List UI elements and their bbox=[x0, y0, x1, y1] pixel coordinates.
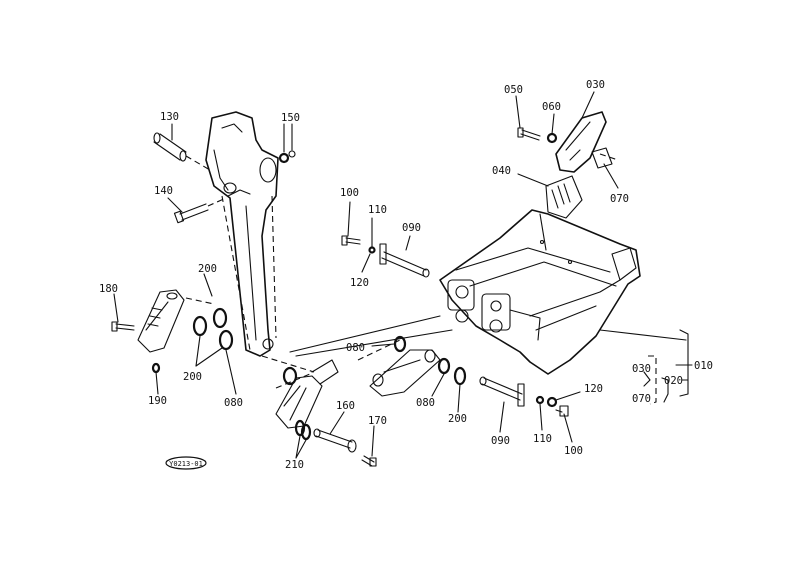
label-050: 050 bbox=[504, 84, 523, 96]
label-150: 150 bbox=[281, 112, 300, 124]
pin-160 bbox=[313, 428, 357, 453]
label-110-top: 110 bbox=[368, 204, 387, 216]
tooth-point-030 bbox=[555, 111, 607, 173]
part-labels: 130 150 140 180 200 200 190 080 160 170 … bbox=[99, 79, 713, 471]
washer-110-bottom bbox=[535, 395, 545, 405]
leader-lines bbox=[113, 91, 619, 459]
oring-080-left bbox=[282, 366, 298, 386]
label-200-right: 200 bbox=[448, 413, 467, 425]
label-180: 180 bbox=[99, 283, 118, 295]
diagram-id-badge: Y0213-01 bbox=[165, 456, 207, 470]
label-200-left-top: 200 bbox=[198, 263, 217, 275]
label-110-bottom: 110 bbox=[533, 433, 552, 445]
label-210: 210 bbox=[285, 459, 304, 471]
pin-130 bbox=[153, 132, 211, 171]
bolt-170 bbox=[361, 455, 377, 467]
bolt-100-top bbox=[341, 235, 361, 246]
nut-060 bbox=[546, 132, 558, 144]
label-090-top: 090 bbox=[402, 222, 421, 234]
pin-090-top bbox=[379, 243, 430, 278]
label-190: 190 bbox=[148, 395, 167, 407]
label-080-mid: 080 bbox=[346, 342, 365, 354]
bolt-140 bbox=[173, 197, 227, 224]
lower-link bbox=[261, 355, 339, 429]
label-090-bottom: 090 bbox=[491, 435, 510, 447]
washers-200-left bbox=[151, 307, 234, 374]
label-040: 040 bbox=[492, 165, 511, 177]
label-030-group: 030 bbox=[632, 363, 651, 375]
label-120-top: 120 bbox=[350, 277, 369, 289]
nut-120-bottom bbox=[546, 396, 558, 408]
label-080-right: 080 bbox=[416, 397, 435, 409]
label-140: 140 bbox=[154, 185, 173, 197]
label-170: 170 bbox=[368, 415, 387, 427]
label-070-top: 070 bbox=[610, 193, 629, 205]
bolt-180 bbox=[111, 321, 135, 332]
tooth-shank-040 bbox=[545, 175, 583, 219]
label-120-bottom: 120 bbox=[584, 383, 603, 395]
label-130: 130 bbox=[160, 111, 179, 123]
mid-link bbox=[369, 335, 467, 397]
connection-lines bbox=[289, 315, 453, 361]
label-080-left: 080 bbox=[224, 397, 243, 409]
label-200-left-bottom: 200 bbox=[183, 371, 202, 383]
pin-070 bbox=[591, 147, 619, 169]
link-bracket-left bbox=[137, 289, 215, 353]
label-030-top: 030 bbox=[586, 79, 605, 91]
bucket bbox=[439, 209, 641, 375]
label-060: 060 bbox=[542, 101, 561, 113]
diagram-id-text: Y0213-01 bbox=[169, 460, 203, 468]
pin-090-bottom bbox=[479, 376, 525, 407]
fitting-150 bbox=[278, 150, 296, 164]
assembly-group-bracket bbox=[599, 329, 689, 405]
washers-210 bbox=[294, 419, 312, 441]
label-100-bottom: 100 bbox=[564, 445, 583, 457]
label-070-group: 070 bbox=[632, 393, 651, 405]
label-020: 020 bbox=[664, 375, 683, 387]
bolt-050 bbox=[517, 127, 541, 141]
arm-link bbox=[205, 111, 279, 357]
label-160: 160 bbox=[336, 400, 355, 412]
label-100-top: 100 bbox=[340, 187, 359, 199]
bolt-100-bottom bbox=[555, 405, 569, 417]
label-010: 010 bbox=[694, 360, 713, 372]
